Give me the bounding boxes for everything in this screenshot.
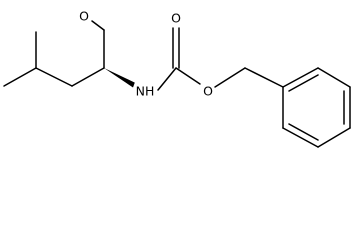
ring-bond-4 <box>317 127 351 148</box>
ring-bond-2 <box>317 67 351 88</box>
bond-ch2-to-alpha-carbon <box>71 67 105 87</box>
bond-ester-oxygen-to-ch2 <box>214 67 246 88</box>
aldehyde-oxygen-label: O <box>79 9 89 24</box>
ester-oxygen-label: O <box>203 84 213 99</box>
phenyl-ring <box>282 67 351 148</box>
ring-inner-double-3 <box>288 123 319 141</box>
bond-isopropyl-left-methyl <box>3 67 37 87</box>
bond-formyl-to-oxygen <box>91 20 105 31</box>
bond-ch2-to-phenyl <box>244 67 284 88</box>
bond-carbonyl-to-ester-oxygen <box>175 67 201 85</box>
ring-bond-1 <box>282 67 319 88</box>
stereo-wedge-bond <box>104 68 135 88</box>
carbamate-carbonyl-oxygen-label: O <box>171 11 181 26</box>
bond-isopropyl-to-ch2 <box>35 67 73 87</box>
ring-inner-double-1 <box>288 74 319 92</box>
chemical-structure: O O NH O <box>3 9 351 148</box>
ring-bond-5 <box>282 127 319 148</box>
bond-nh-to-carbonyl <box>157 67 177 91</box>
amine-nh-label: NH <box>136 84 155 99</box>
